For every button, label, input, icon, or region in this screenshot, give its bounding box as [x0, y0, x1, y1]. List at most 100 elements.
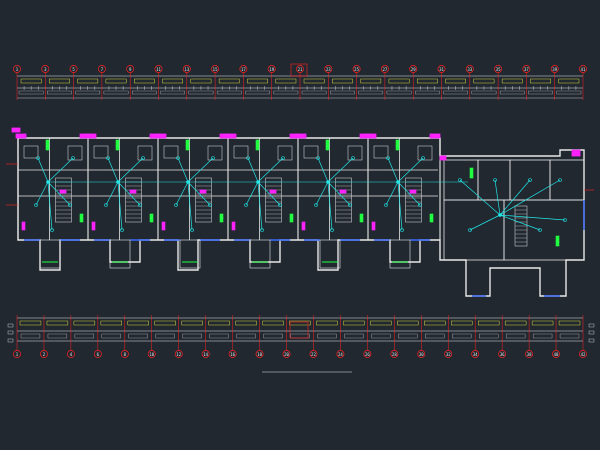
dimension-text-block — [49, 78, 70, 84]
dimension-text-block — [504, 320, 527, 326]
axis-label: 31 — [439, 67, 444, 72]
axis-bubble-icon — [409, 65, 418, 73]
dimension-text-block — [235, 320, 257, 326]
column-marker — [429, 133, 441, 139]
axis-label: 26 — [365, 352, 370, 357]
axis-label: 1 — [16, 352, 19, 357]
door-marker — [409, 189, 417, 194]
wiring-line-icon — [317, 157, 329, 183]
wiring-line-icon — [469, 214, 501, 231]
sub-dimension-block — [155, 333, 175, 339]
axis-label: 35 — [496, 67, 501, 72]
sub-dimension-block — [209, 333, 229, 339]
axis-bubble-icon — [471, 350, 480, 358]
wiring-line-icon — [177, 157, 189, 183]
level-tag — [588, 330, 595, 335]
drawing-caption — [262, 364, 352, 372]
light-fixture-icon — [211, 156, 215, 160]
switch-icon — [91, 221, 96, 231]
level-tag — [588, 338, 595, 343]
light-fixture-icon — [563, 218, 567, 222]
axis-label: 19 — [269, 67, 274, 72]
outlet-icon — [359, 213, 364, 223]
switch-icon — [371, 221, 376, 231]
level-tag — [588, 323, 595, 328]
column-marker — [225, 133, 237, 139]
wiring-line-icon — [315, 181, 329, 206]
axis-bubble-icon — [182, 65, 191, 73]
dimension-text-block — [100, 320, 123, 326]
dimension-text-block — [77, 78, 99, 84]
light-fixture-icon — [278, 203, 282, 207]
dimension-text-block — [275, 78, 297, 84]
dimension-text-block — [343, 320, 365, 326]
axis-bubble-icon — [13, 350, 21, 358]
sub-dimension-block — [290, 333, 310, 339]
column-marker — [571, 149, 581, 157]
light-fixture-icon — [120, 228, 124, 232]
sub-dimension-block — [559, 333, 580, 339]
sub-dimension-block — [101, 333, 121, 339]
column-marker — [15, 133, 27, 139]
axis-label: 37 — [524, 67, 529, 72]
dimension-text-block — [73, 320, 96, 326]
sub-dimension-block — [398, 333, 418, 339]
switch-icon — [161, 221, 166, 231]
light-fixture-icon — [386, 156, 390, 160]
axis-label: 29 — [411, 67, 416, 72]
dimension-text-block — [501, 78, 523, 84]
sub-dimension-block — [386, 90, 412, 95]
axis-bubble-icon — [255, 350, 264, 358]
bathroom-fixture — [163, 145, 179, 159]
axis-label: 14 — [203, 352, 208, 357]
axis-label: 2 — [43, 352, 46, 357]
door-marker — [339, 189, 347, 194]
outlet-icon — [219, 213, 224, 223]
sub-dimension-block — [452, 333, 472, 339]
axis-bubble-icon — [522, 65, 531, 73]
wiring-line-icon — [397, 181, 403, 231]
axis-bubble-icon — [465, 65, 474, 73]
wiring-line-icon — [47, 181, 53, 231]
axis-bubble-icon — [296, 65, 304, 73]
dimension-text-block — [303, 78, 325, 84]
stair-icon — [335, 177, 352, 223]
axis-bubble-icon — [267, 65, 276, 73]
dimension-text-block — [247, 78, 268, 84]
dimension-text-block — [417, 78, 438, 84]
axis-bubble-icon — [494, 65, 503, 73]
kitchen-counter — [137, 145, 153, 161]
axis-label: 4 — [70, 352, 73, 357]
axis-label: 39 — [552, 67, 557, 72]
door-marker — [199, 189, 207, 194]
wiring-line-icon — [47, 157, 74, 183]
sub-dimension-block — [499, 90, 525, 95]
axis-bubble-icon — [363, 350, 372, 358]
dimension-text-block — [262, 320, 284, 326]
axis-label: 3 — [44, 67, 47, 72]
dimension-text-block — [332, 78, 353, 84]
column-marker — [365, 133, 377, 139]
axis-bubble-icon — [211, 65, 220, 73]
axis-label: 40 — [554, 352, 559, 357]
dimension-text-block — [105, 78, 127, 84]
axis-bubble-icon — [93, 350, 102, 358]
sub-dimension-block — [182, 333, 202, 339]
balcony — [179, 239, 201, 269]
light-fixture-icon — [538, 228, 542, 232]
wiring-line-icon — [107, 157, 119, 183]
light-fixture-icon — [418, 203, 422, 207]
column-marker — [439, 155, 447, 161]
axis-label: 8 — [124, 352, 127, 357]
dimension-text-block — [181, 320, 203, 326]
sub-dimension-block — [528, 90, 553, 95]
light-fixture-icon — [174, 203, 178, 207]
wiring-line-icon — [499, 214, 566, 221]
outlet-icon — [325, 139, 330, 151]
sub-dimension-block — [128, 333, 148, 339]
sub-dimension-block — [74, 333, 95, 339]
outlet-icon — [289, 213, 294, 223]
